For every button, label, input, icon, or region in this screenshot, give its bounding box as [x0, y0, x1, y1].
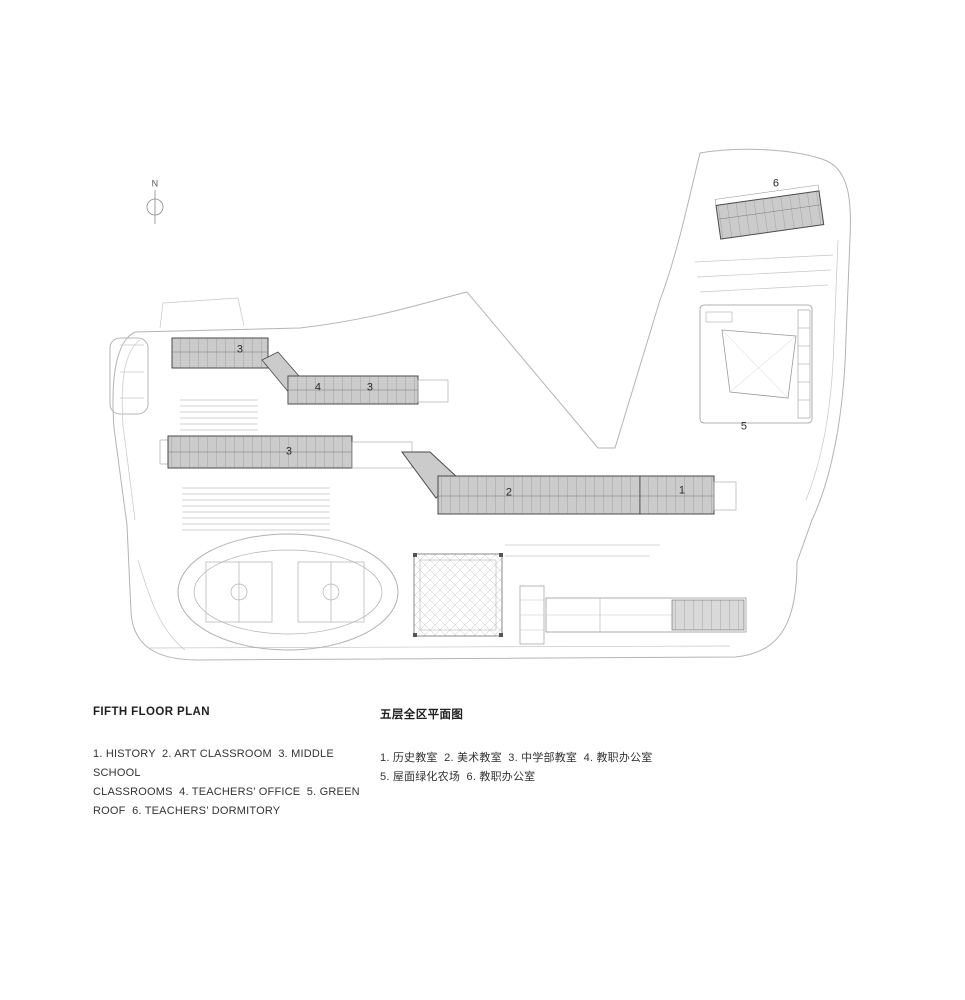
- legend-english: FIFTH FLOOR PLAN 1. HISTORY 2. ART CLASS…: [93, 706, 363, 821]
- north-label: N: [151, 178, 159, 189]
- north-arrow-icon: [146, 190, 164, 224]
- block-6-dormitory: [714, 184, 825, 240]
- southeast-building: [519, 585, 747, 645]
- legend-title-chinese: 五层全区平面图: [380, 709, 464, 721]
- plan-label-4: 4: [314, 381, 322, 394]
- plan-label-1: 1: [678, 484, 686, 497]
- block-5-green-roof: [699, 304, 813, 424]
- terrace-steps: [180, 399, 330, 531]
- gridded-hall: [413, 553, 503, 637]
- plan-label-3-upper: 3: [236, 343, 244, 356]
- plan-label-2: 2: [505, 486, 513, 499]
- soccer-field-right: [297, 561, 365, 623]
- soccer-field-left: [205, 561, 273, 623]
- block-3-lower: [159, 435, 413, 469]
- site-appendix-west: [109, 337, 149, 415]
- running-track: [177, 533, 399, 651]
- plan-label-6: 6: [772, 177, 780, 190]
- legend-line: 1. HISTORY 2. ART CLASSROOM 3. MIDDLE SC…: [93, 748, 338, 779]
- block-2-1-bar: [401, 451, 737, 515]
- legend-chinese: 五层全区平面图 1. 历史教室 2. 美术教室 3. 中学部教室 4. 教职办公…: [380, 706, 710, 787]
- legend-line: CLASSROOMS 4. TEACHERS’ OFFICE 5. GREEN: [93, 786, 360, 798]
- plan-label-3-bar: 3: [366, 381, 374, 394]
- legend-line: 1. 历史教室 2. 美术教室 3. 中学部教室 4. 教职办公室: [380, 752, 653, 764]
- plan-label-5: 5: [740, 420, 748, 433]
- legend-line: ROOF 6. TEACHERS’ DORMITORY: [93, 805, 281, 817]
- legend-title-english: FIFTH FLOOR PLAN: [93, 706, 210, 718]
- plan-label-3-lower: 3: [285, 445, 293, 458]
- site-outline: [109, 148, 851, 661]
- block-4-3-bar: [287, 375, 449, 405]
- legend-line: 5. 屋面绿化农场 6. 教职办公室: [380, 771, 536, 783]
- site-inner-lines: [120, 239, 839, 651]
